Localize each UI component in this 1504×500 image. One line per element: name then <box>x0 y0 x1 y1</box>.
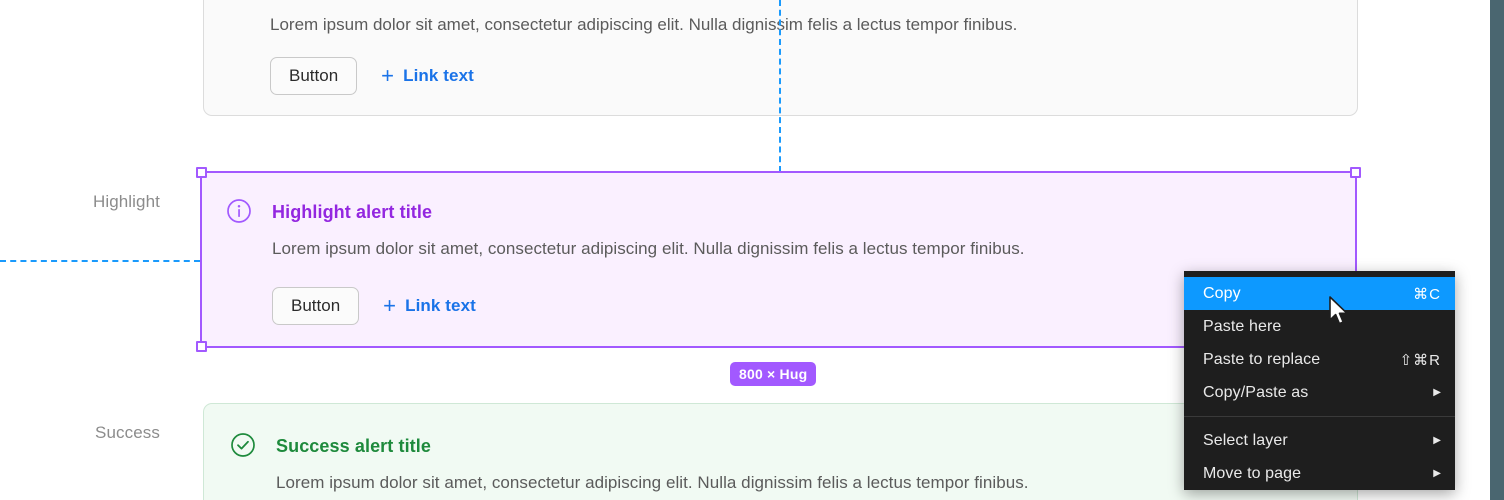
horizontal-alignment-guide <box>0 260 200 262</box>
menu-item-paste-here[interactable]: Paste here <box>1184 310 1455 343</box>
mouse-cursor-icon <box>1329 296 1351 333</box>
menu-item-label: Move to page <box>1203 464 1302 482</box>
menu-separator <box>1184 416 1455 417</box>
menu-item-shortcut: ⌘C <box>1413 285 1441 303</box>
menu-item-shortcut: ⇧⌘R <box>1399 351 1441 369</box>
alert-title-highlight: Highlight alert title <box>272 202 433 222</box>
menu-item-label: Paste to replace <box>1203 350 1321 368</box>
right-edge-panel <box>1490 0 1504 500</box>
menu-item-move-to-page[interactable]: Move to page ▶ <box>1184 457 1455 490</box>
menu-item-label: Paste here <box>1203 317 1282 335</box>
alert-link-label-highlight: Link text <box>405 296 476 315</box>
alert-body-success: Lorem ipsum dolor sit amet, consectetur … <box>276 473 1029 492</box>
alert-card-highlight[interactable]: Highlight alert title Lorem ipsum dolor … <box>200 171 1357 348</box>
menu-item-copy-paste-as[interactable]: Copy/Paste as ▶ <box>1184 376 1455 409</box>
menu-item-paste-to-replace[interactable]: Paste to replace ⇧⌘R <box>1184 343 1455 376</box>
selection-size-badge: 800 × Hug <box>730 362 817 386</box>
menu-item-label: Copy/Paste as <box>1203 383 1309 401</box>
plus-icon: + <box>383 293 397 318</box>
menu-item-select-layer[interactable]: Select layer ▶ <box>1184 424 1455 457</box>
check-circle-icon <box>230 432 256 458</box>
alert-link-label-neutral: Link text <box>403 66 474 85</box>
submenu-arrow-icon: ▶ <box>1433 387 1441 398</box>
row-label-highlight: Highlight <box>92 192 160 211</box>
row-label-success: Success <box>95 423 160 442</box>
alert-card-success[interactable]: Success alert title Lorem ipsum dolor si… <box>203 403 1358 500</box>
alert-title-success: Success alert title <box>276 436 431 456</box>
menu-item-label: Select layer <box>1203 431 1288 449</box>
plus-icon: + <box>381 63 395 88</box>
submenu-arrow-icon: ▶ <box>1433 468 1441 479</box>
alert-body-neutral: Lorem ipsum dolor sit amet, consectetur … <box>270 15 1018 34</box>
menu-item-copy[interactable]: Copy ⌘C <box>1184 277 1455 310</box>
submenu-arrow-icon: ▶ <box>1433 435 1441 446</box>
vertical-alignment-guide <box>779 0 781 172</box>
alert-link-neutral[interactable]: + Link text <box>381 65 474 87</box>
alert-link-highlight[interactable]: + Link text <box>383 295 476 317</box>
context-menu[interactable]: Copy ⌘C Paste here Paste to replace ⇧⌘R … <box>1184 271 1455 490</box>
alert-button-highlight[interactable]: Button <box>272 287 360 325</box>
menu-item-label: Copy <box>1203 284 1241 302</box>
info-circle-icon <box>226 198 252 224</box>
alert-button-neutral[interactable]: Button <box>270 57 358 95</box>
alert-body-highlight: Lorem ipsum dolor sit amet, consectetur … <box>272 239 1025 258</box>
